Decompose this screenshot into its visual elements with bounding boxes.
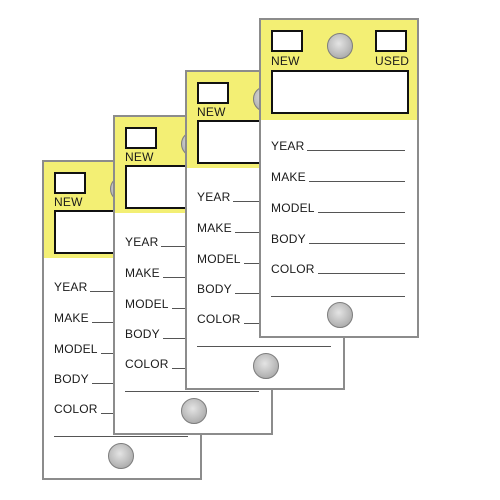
used-checkbox	[375, 30, 407, 52]
field-label: MAKE	[197, 221, 232, 235]
tag-hole-bottom	[327, 302, 353, 328]
blank-write-line	[271, 296, 405, 297]
write-line	[308, 243, 405, 244]
tag-hole-top	[327, 33, 353, 59]
field-label: YEAR	[197, 190, 231, 204]
write-line	[317, 273, 405, 274]
field-label: BODY	[197, 282, 232, 296]
field-year: YEAR	[271, 139, 405, 152]
new-checkbox	[197, 82, 229, 104]
field-model: MODEL	[271, 201, 405, 214]
write-line	[308, 181, 405, 182]
field-label: BODY	[54, 372, 89, 386]
field-label: MODEL	[271, 201, 315, 215]
blank-write-line	[54, 436, 188, 437]
key-tag-4: NEW USED YEAR MAKE MODEL BODY COLOR	[259, 18, 419, 338]
field-label: MAKE	[271, 170, 306, 184]
new-label: NEW	[271, 54, 300, 68]
write-line	[317, 212, 405, 213]
field-label: YEAR	[54, 280, 88, 294]
field-label: BODY	[271, 232, 306, 246]
new-checkbox	[271, 30, 303, 52]
field-label: MAKE	[54, 311, 89, 325]
new-checkbox	[54, 172, 86, 194]
field-make: MAKE	[271, 170, 405, 183]
new-label: NEW	[54, 195, 83, 209]
field-label: YEAR	[271, 139, 305, 153]
blank-write-line	[197, 346, 331, 347]
field-label: MAKE	[125, 266, 160, 280]
field-label: COLOR	[271, 262, 315, 276]
tag-hole-bottom	[253, 353, 279, 379]
used-label: USED	[375, 54, 410, 68]
tag-hole-bottom	[181, 398, 207, 424]
field-label: BODY	[125, 327, 160, 341]
field-color: COLOR	[271, 262, 405, 275]
new-checkbox	[125, 127, 157, 149]
write-line	[307, 150, 405, 151]
field-body: BODY	[271, 232, 405, 245]
field-label: MODEL	[197, 252, 241, 266]
tag-hole-bottom	[108, 443, 134, 469]
field-label: COLOR	[125, 357, 169, 371]
stock-number-box	[271, 70, 409, 114]
field-label: COLOR	[54, 402, 98, 416]
blank-write-line	[125, 391, 259, 392]
field-label: YEAR	[125, 235, 159, 249]
new-label: NEW	[197, 105, 226, 119]
field-label: MODEL	[125, 297, 169, 311]
new-label: NEW	[125, 150, 154, 164]
field-label: COLOR	[197, 312, 241, 326]
field-label: MODEL	[54, 342, 98, 356]
